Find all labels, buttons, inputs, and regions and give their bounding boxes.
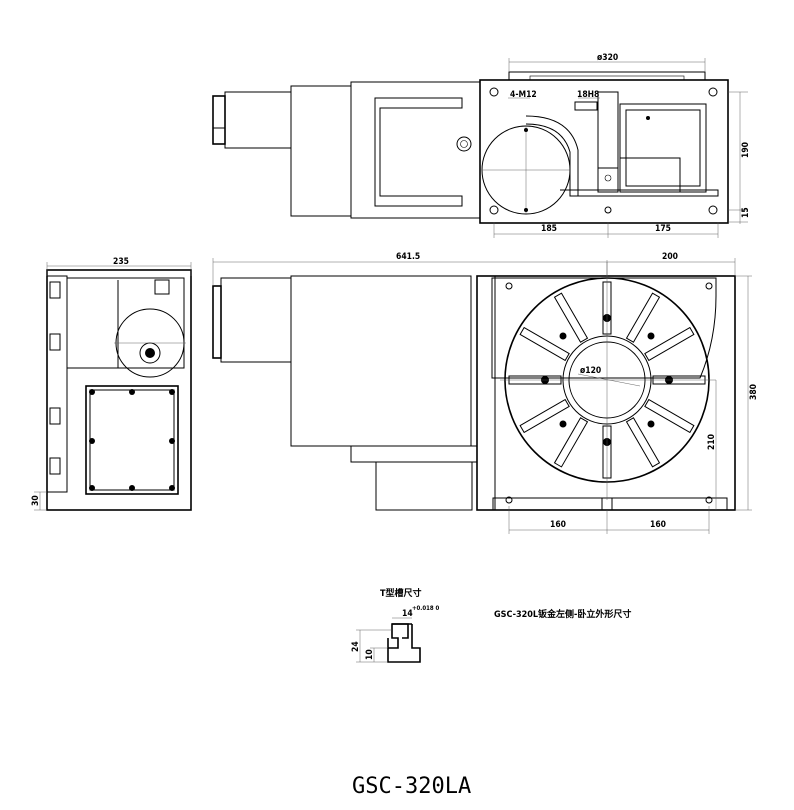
model-label: GSC-320LA: [352, 774, 471, 799]
dim-front-length: 641.5: [396, 252, 420, 262]
tslot-depth-total: 24: [351, 641, 361, 652]
dim-front-bore: ø120: [580, 366, 601, 376]
tslot-detail: T型槽尺寸 14 +0.018 0 24 10: [351, 587, 439, 663]
dim-top-offset: 15: [741, 207, 751, 218]
dim-front-height: 380: [749, 384, 759, 400]
dim-top-height: 190: [741, 142, 751, 158]
hole-callout: 4-M12: [510, 90, 537, 100]
radial-slots: [508, 281, 706, 479]
dim-top-diameter: ø320: [597, 53, 618, 63]
tslot-depth-head: 10: [365, 649, 375, 660]
dim-front-bottom-left: 160: [550, 520, 566, 530]
slot-callout: 18H8: [577, 90, 599, 100]
tslot-title: T型槽尺寸: [380, 587, 422, 599]
side-note: GSC-320L钣金左侧-卧立外形尺寸: [494, 608, 631, 620]
bolt-holes: [541, 314, 673, 446]
tslot-width: 14: [402, 609, 413, 619]
top-view: ø320 185 175 190 15 4-M12 18H8: [212, 53, 751, 238]
side-view: 235 30: [31, 257, 192, 511]
dim-top-right: 175: [655, 224, 671, 234]
dim-side-width: 235: [113, 257, 129, 267]
dim-front-center-height: 210: [707, 434, 717, 450]
dim-front-bottom-right: 160: [650, 520, 666, 530]
tslot-tolerance: +0.018 0: [412, 605, 439, 612]
front-view: 641.5 200 380 210 160 160 ø120: [212, 252, 759, 534]
dim-top-left: 185: [541, 224, 557, 234]
dim-front-right-width: 200: [662, 252, 678, 262]
dim-side-bottom: 30: [31, 495, 41, 506]
